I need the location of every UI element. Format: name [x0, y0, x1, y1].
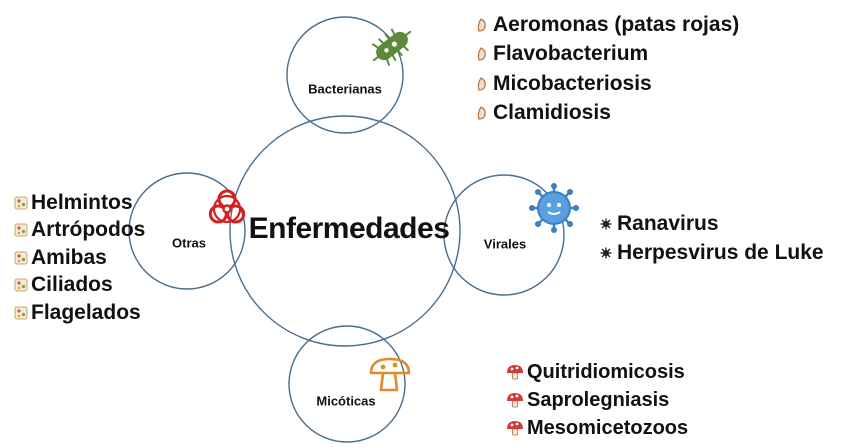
bacteria-icon — [371, 28, 412, 66]
list-item: Flagelados — [11, 299, 145, 327]
bacteria-bullet-icon — [471, 46, 493, 62]
node-circle-micoticas — [288, 325, 406, 443]
list-item: Clamidiosis — [471, 99, 739, 129]
bacteria-bullet-icon — [471, 105, 493, 121]
list-otras: Helmintos Artrópodos Amibas Ciliados Fla… — [11, 189, 145, 327]
parasite-bullet-icon — [11, 223, 31, 237]
list-micoticas: Quitridiomicosis Saprolegniasis Mesomice… — [503, 358, 688, 442]
node-circle-virales — [443, 174, 565, 296]
list-item-label: Micobacteriosis — [493, 71, 652, 95]
list-item: Artrópodos — [11, 217, 145, 245]
list-item: Saprolegniasis — [503, 386, 688, 414]
node-label-virales: Virales — [483, 236, 527, 252]
list-item-label: Flagelados — [31, 300, 141, 324]
list-item-label: Amibas — [31, 245, 107, 269]
parasite-bullet-icon — [11, 306, 31, 320]
bacteria-bullet-icon — [471, 76, 493, 92]
list-item: Ciliados — [11, 272, 145, 300]
node-circle-otras — [128, 172, 246, 290]
center-circle — [229, 115, 461, 347]
virus-icon — [529, 183, 579, 233]
list-item-label: Saprolegniasis — [527, 388, 670, 411]
list-item-label: Clamidiosis — [493, 101, 611, 125]
biohazard-icon — [208, 189, 246, 224]
node-label-micoticas: Micóticas — [316, 393, 376, 409]
list-item-label: Flavobacterium — [493, 42, 649, 66]
list-item-label: Artrópodos — [31, 218, 146, 242]
list-item: Micobacteriosis — [471, 69, 739, 99]
mushroom-icon — [369, 357, 411, 392]
list-item-label: Ranavirus — [617, 211, 719, 235]
list-item-label: Quitridiomicosis — [527, 360, 685, 383]
virus-bullet-icon — [595, 247, 617, 259]
node-label-otras: Otras — [172, 235, 206, 251]
list-item-label: Ciliados — [31, 273, 113, 297]
mushroom-bullet-icon — [503, 392, 527, 408]
parasite-bullet-icon — [11, 251, 31, 265]
mushroom-bullet-icon — [503, 420, 527, 436]
parasite-bullet-icon — [11, 278, 31, 292]
node-label-bacterianas: Bacterianas — [308, 81, 382, 97]
list-item-label: Mesomicetozoos — [527, 416, 689, 439]
list-virales: Ranavirus Herpesvirus de Luke — [595, 209, 824, 267]
list-item-label: Herpesvirus de Luke — [617, 240, 824, 264]
node-circle-bacterianas — [286, 16, 404, 134]
list-item-label: Aeromonas (patas rojas) — [493, 12, 740, 36]
list-item: Quitridiomicosis — [503, 358, 688, 386]
list-item: Mesomicetozoos — [503, 414, 688, 442]
center-label: Enfermedades — [248, 212, 450, 245]
list-item: Amibas — [11, 244, 145, 272]
list-bacterianas: Aeromonas (patas rojas) Flavobacterium M… — [471, 10, 739, 128]
list-item: Ranavirus — [595, 209, 824, 238]
list-item: Herpesvirus de Luke — [595, 238, 824, 267]
bacteria-bullet-icon — [471, 17, 493, 33]
list-item: Aeromonas (patas rojas) — [471, 10, 739, 40]
mushroom-bullet-icon — [503, 364, 527, 380]
list-item-label: Helmintos — [31, 190, 133, 214]
list-item: Flavobacterium — [471, 40, 739, 70]
parasite-bullet-icon — [11, 196, 31, 210]
virus-bullet-icon — [595, 218, 617, 230]
list-item: Helmintos — [11, 189, 145, 217]
